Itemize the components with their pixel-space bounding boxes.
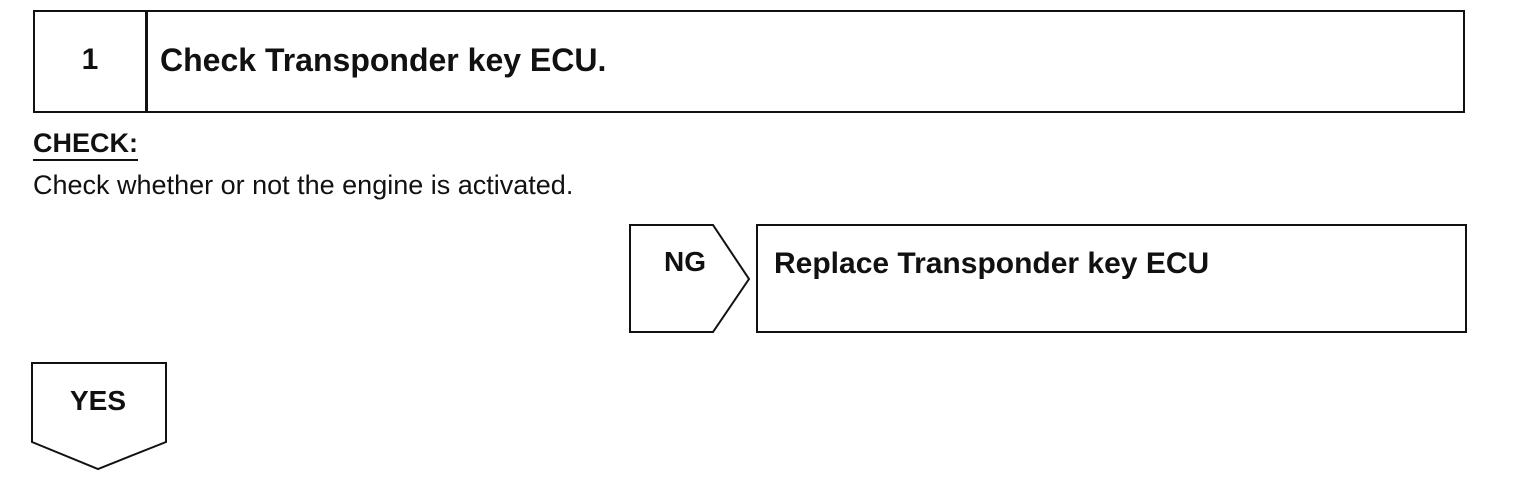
ng-arrow-shape xyxy=(629,224,751,333)
check-instruction: Check whether or not the engine is activ… xyxy=(33,170,574,200)
yes-label: YES xyxy=(69,385,127,416)
ng-label: NG xyxy=(664,245,706,277)
step-title: Check Transponder key ECU. xyxy=(160,41,607,78)
ng-result-text: Replace Transponder key ECU xyxy=(774,247,1210,280)
step-number: 1 xyxy=(35,12,148,111)
ng-result-box: Replace Transponder key ECU xyxy=(756,224,1467,333)
check-heading: CHECK: xyxy=(33,128,138,161)
step-header: 1 Check Transponder key ECU. xyxy=(33,10,1465,113)
yes-arrow-shape xyxy=(31,362,167,471)
